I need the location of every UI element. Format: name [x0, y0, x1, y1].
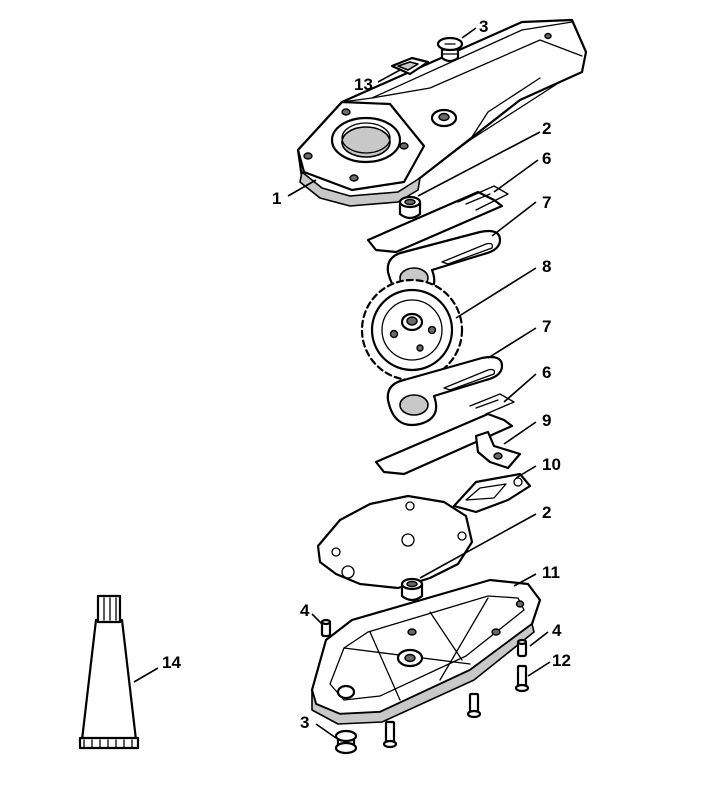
callout-2-lower: 2 — [542, 503, 551, 522]
callout-11: 11 — [542, 563, 560, 582]
part-pin-4-left — [320, 618, 332, 638]
part-screw-12-mid — [466, 692, 482, 719]
part-sleeve-upper — [398, 195, 422, 220]
callout-4-right: 4 — [552, 621, 562, 640]
part-plate-13 — [390, 56, 430, 76]
part-screw-top — [436, 36, 464, 63]
part-gear-housing — [296, 18, 588, 207]
callout-1: 1 — [272, 189, 281, 208]
callout-labels: 1 2 3 13 6 7 8 7 6 9 10 2 11 4 4 12 14 3 — [162, 17, 571, 732]
part-screw-12-right — [514, 664, 530, 693]
part-grease-tube-14 — [78, 594, 140, 750]
callout-14: 14 — [162, 653, 181, 672]
part-washer-7-lower — [386, 355, 504, 427]
part-sprocket-8 — [360, 278, 464, 382]
callout-3-upper: 3 — [479, 17, 488, 36]
part-plug-3 — [334, 729, 358, 755]
callout-3-lower: 3 — [300, 713, 309, 732]
leader-lines — [133, 27, 551, 739]
callout-7-upper: 7 — [542, 193, 551, 212]
part-cover-11 — [310, 578, 542, 725]
callout-7-lower: 7 — [542, 317, 551, 336]
callout-12: 12 — [552, 651, 571, 670]
part-bracket-9 — [474, 430, 522, 470]
callout-6-upper: 6 — [542, 149, 551, 168]
part-screw-12-low — [382, 720, 398, 749]
part-plate-6-upper — [366, 185, 509, 254]
callout-9: 9 — [542, 411, 551, 430]
callout-8: 8 — [542, 257, 551, 276]
callout-10: 10 — [542, 455, 561, 474]
part-gasket-10 — [452, 472, 532, 514]
part-sleeve-lower — [400, 577, 424, 602]
callout-4-left: 4 — [300, 601, 310, 620]
part-plate-6-lower — [374, 393, 515, 476]
callout-13: 13 — [354, 75, 373, 94]
part-gasket-lower — [316, 494, 474, 590]
part-pin-4-right — [516, 638, 528, 658]
callout-6-lower: 6 — [542, 363, 551, 382]
callout-2-upper: 2 — [542, 119, 551, 138]
